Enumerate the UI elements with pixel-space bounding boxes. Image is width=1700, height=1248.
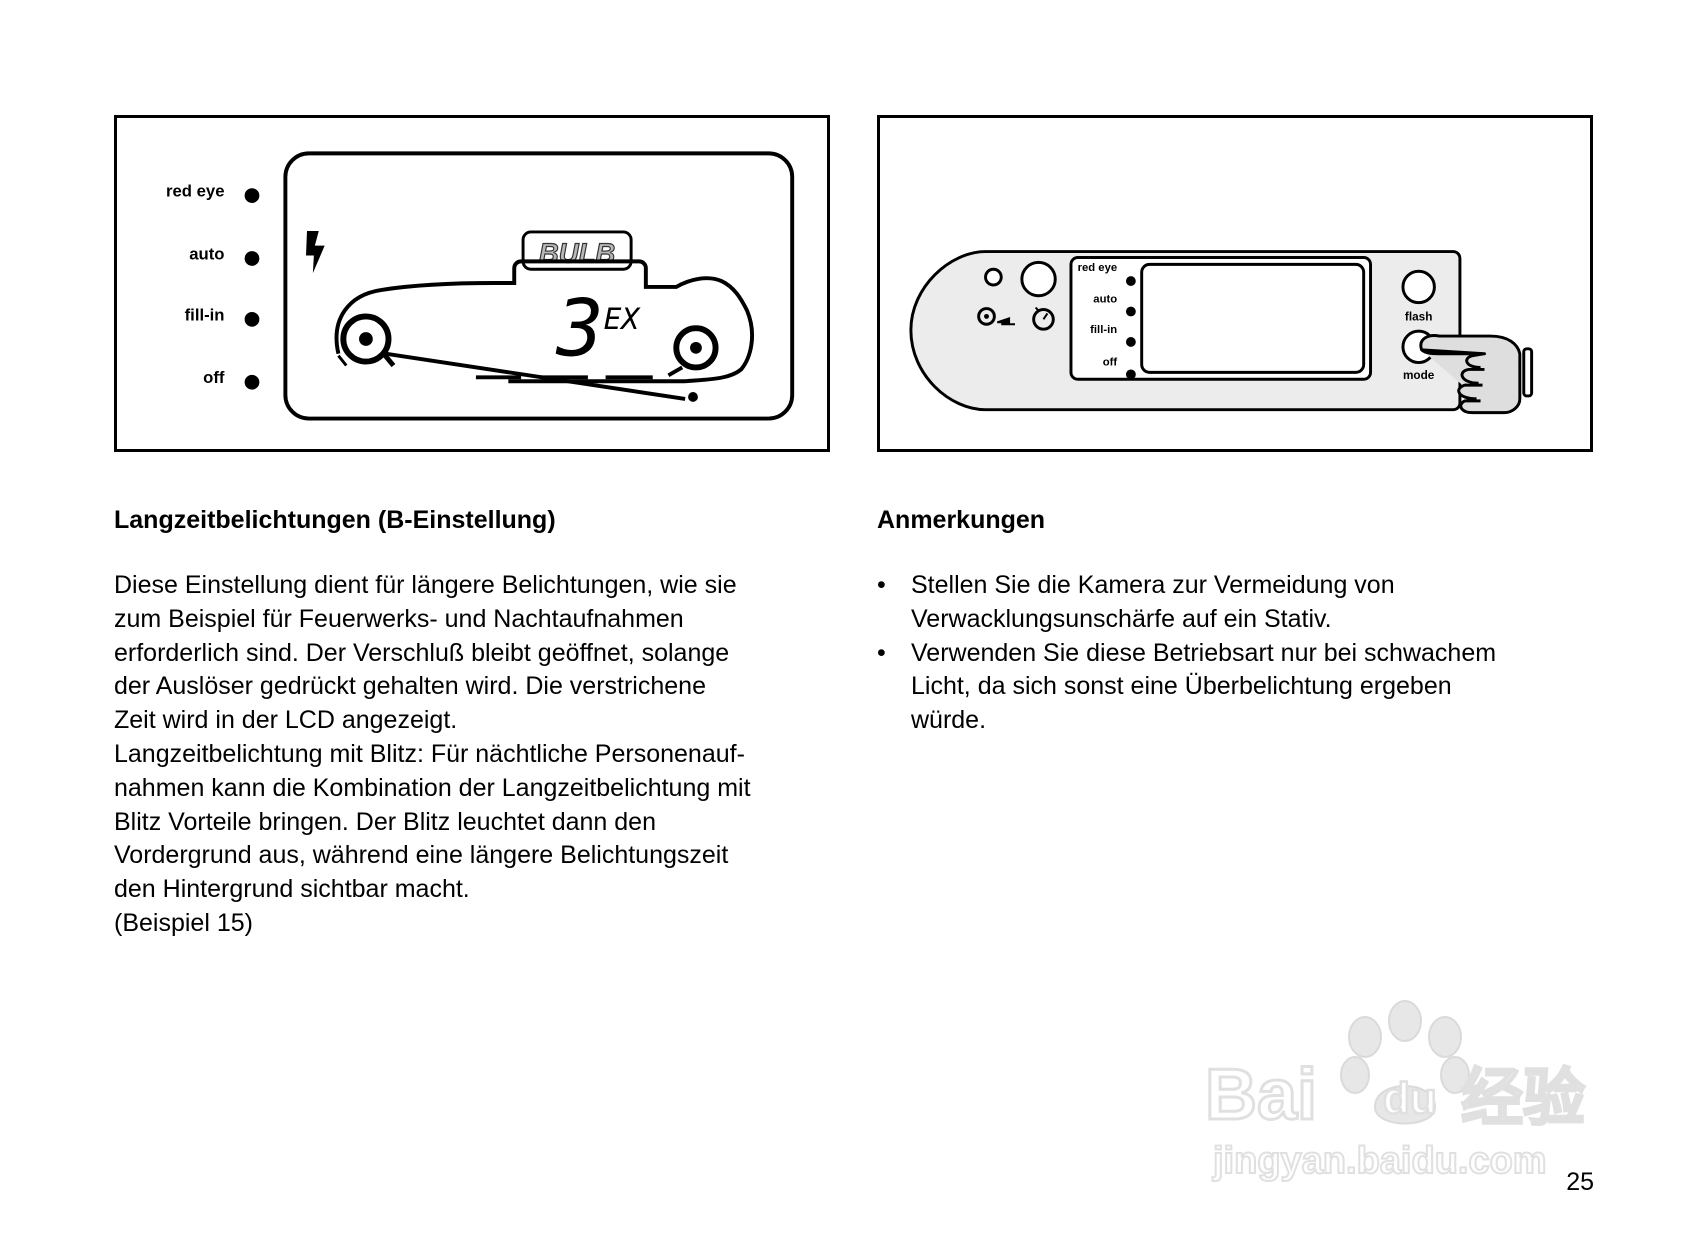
body-line: erforderlich sind. Der Verschluß bleibt … (114, 638, 730, 667)
mode-indicator-dot (1125, 369, 1136, 380)
flash-mode-label-red-eye: red eye (1078, 262, 1118, 274)
section-body: Diese Einstellung dient für längere Beli… (114, 569, 834, 941)
bullet: • (877, 638, 886, 667)
self-timer-icon (1032, 308, 1055, 331)
flash-button-label: flash (1405, 310, 1432, 323)
frame-marker-dot (688, 392, 698, 402)
body-line: Vordergrund aus, während eine längere Be… (114, 841, 729, 870)
flash-mode-label-red-eye: red eye (166, 182, 224, 201)
self-timer-icon-hand (1034, 306, 1049, 320)
flash-mode-label-auto: auto (1093, 294, 1117, 306)
list-item: • Stellen Sie die Kamera zur Vermeidung … (877, 569, 1597, 637)
body-line: Diese Einstellung dient für längere Beli… (114, 571, 737, 599)
mountain-icon (996, 317, 1015, 326)
landscape-mode-icon-dot (984, 313, 989, 319)
body-line: (Beispiel 15) (114, 908, 253, 937)
mode-indicator-dot (244, 251, 260, 266)
film-spool-right-tail (667, 365, 684, 378)
watermark-brand: Bai (1205, 1055, 1317, 1135)
flash-mode-label-fill-in: fill-in (185, 305, 225, 324)
note-line: Licht, da sich sonst eine Überbelichtung… (911, 672, 1452, 701)
flash-mode-label-off: off (203, 368, 225, 387)
section-heading: Anmerkungen (877, 506, 1046, 534)
film-spool-left-tail (381, 352, 396, 368)
body-line: Langzeitbelichtung mit Blitz: Für nächtl… (114, 739, 745, 768)
list-item: • Verwenden Sie diese Betriebsart nur be… (877, 637, 1597, 738)
body-line: der Auslöser gedrückt gehalten wird. Die… (114, 672, 706, 701)
body-line: Zeit wird in der LCD angezeigt. (114, 706, 458, 735)
watermark-brand-cn: 经验 (1461, 1061, 1585, 1134)
cuff-icon (1522, 347, 1534, 398)
film-spool-left-tick (337, 354, 348, 367)
flash-mode-label-off: off (1103, 357, 1118, 369)
note-line: würde. (911, 706, 987, 735)
note-line: Verwenden Sie diese Betriebsart nur bei … (911, 638, 1497, 667)
camera-control-panel-figure: red eye auto fill-in off flash mode (877, 115, 1593, 452)
lcd-window (1140, 262, 1366, 374)
lcd-illustration: red eye auto fill-in off BULB 3 (166, 151, 795, 421)
mode-indicator-dot (244, 311, 260, 327)
exposure-counter-unit: EX (604, 302, 642, 336)
section-long-exposure: Langzeitbelichtungen (B-Einstellung) Die… (114, 505, 834, 941)
film-spool-left-icon (340, 313, 392, 365)
mode-indicator-dot (244, 374, 260, 390)
mode-indicator-dot (1125, 276, 1136, 286)
note-line: Verwacklungsunschärfe auf ein Stativ. (911, 604, 1332, 633)
film-spool-right-hub (690, 341, 702, 354)
landscape-mode-icon (977, 307, 996, 326)
flash-button[interactable] (1401, 269, 1436, 305)
notes-list: • Stellen Sie die Kamera zur Vermeidung … (877, 569, 1597, 738)
small-indicator-icon (984, 267, 1003, 287)
section-notes: Anmerkungen • Stellen Sie die Kamera zur… (877, 505, 1597, 738)
baidu-watermark: Bai du 经验 jingyan.baidu.com (1205, 1000, 1586, 1183)
page-number: 25 (1566, 1168, 1594, 1196)
mode-indicator-dot (1125, 337, 1136, 347)
film-spool-right-icon (673, 325, 719, 371)
camera-panel-illustration: red eye auto fill-in off flash mode (909, 250, 1534, 415)
paw-print-icon (1340, 1000, 1470, 1125)
watermark-brand-du: du (1383, 1074, 1437, 1123)
watermark-url: jingyan.baidu.com (1212, 1140, 1547, 1182)
body-line: den Hintergrund sichtbar macht. (114, 875, 470, 904)
section-heading: Langzeitbelichtungen (B-Einstellung) (114, 506, 556, 534)
bullet: • (877, 571, 886, 599)
mode-button-label: mode (1403, 369, 1435, 382)
film-spool-left-hub (359, 332, 373, 346)
body-line: nahmen kann die Kombination der Langzeit… (114, 773, 751, 802)
lcd-display-figure: red eye auto fill-in off BULB 3 (114, 115, 830, 452)
exposure-counter: 3 (555, 283, 603, 375)
flash-bolt-icon (306, 230, 325, 274)
note-line: Stellen Sie die Kamera zur Vermeidung vo… (911, 571, 1395, 599)
lcd-frame (283, 151, 795, 421)
mode-indicator-dot (1125, 306, 1136, 317)
body-line: Blitz Vorteile bringen. Der Blitz leucht… (114, 807, 656, 836)
flash-mode-label-auto: auto (189, 244, 224, 263)
film-body-outline (334, 259, 754, 384)
bulb-indicator: BULB (539, 237, 615, 268)
body-line: zum Beispiel für Feuerwerks- und Nachtau… (114, 604, 684, 633)
flash-mode-label-fill-in: fill-in (1090, 324, 1117, 336)
mode-indicator-dot (244, 188, 260, 203)
shutter-release-button[interactable] (1020, 260, 1057, 298)
film-strip-line (385, 351, 686, 401)
pressing-finger-icon (1419, 334, 1522, 415)
